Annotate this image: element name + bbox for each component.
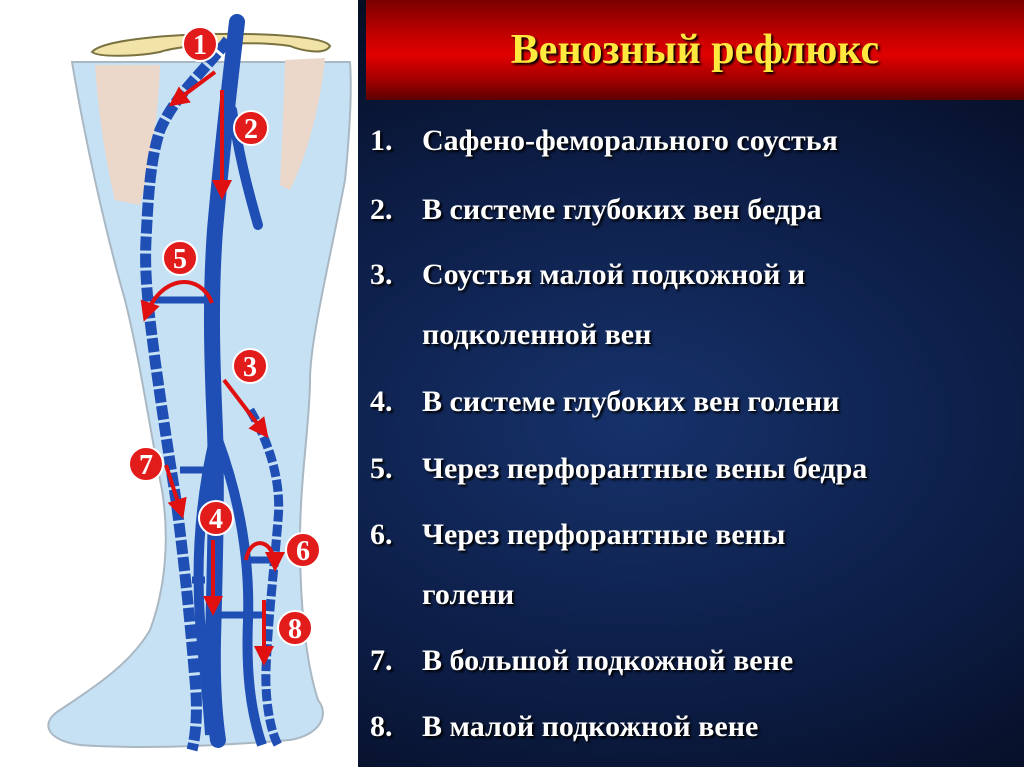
list-item-8-number: 8. [370,710,393,743]
marker-6-label: 6 [296,536,310,567]
marker-2: 2 [233,110,269,146]
list-item-8-text: В малой подкожной вене [422,710,759,743]
great-saphenous-vein [140,36,233,752]
marker-6: 6 [285,532,321,568]
tibial-vein-right [213,438,267,747]
title-bar: Венозный рефлюкс [366,0,1024,100]
list-item-1-number: 1. [370,124,393,157]
marker-1-label: 1 [193,30,207,61]
marker-2-label: 2 [244,114,258,145]
tibial-vein-left [193,438,219,736]
small-saphenous-vein [246,407,284,748]
list-item-6-text-line-1: Через перфорантные вены [422,518,786,551]
reflux-arrow-6 [244,541,285,572]
list-item-6-text-line-2: голени [422,578,515,611]
marker-3: 3 [232,348,268,384]
list-item-3-text-line-1: Соустья малой подкожной и [422,258,806,291]
leg-vein-diagram: 1 2 3 4 5 6 7 [47,14,352,752]
skin-area-right [280,58,325,190]
marker-7-label: 7 [139,450,153,481]
marker-8: 8 [277,610,313,646]
list-item-2-text: В системе глубоких вен бедра [422,193,822,226]
leg-diagram-panel: 1 2 3 4 5 6 7 [0,0,358,767]
reflux-arrow-5 [140,280,214,322]
list-item-7-text: В большой подкожной вене [422,644,794,677]
list-item-5-text: Через перфорантные вены бедра [422,452,868,485]
marker-4-label: 4 [209,504,223,535]
marker-4: 4 [198,500,234,536]
reflux-arrow-3 [222,378,269,439]
marker-7: 7 [128,446,164,482]
skin-area-left [95,65,160,205]
list-item-3-text-line-2: подколенной вен [422,318,652,351]
list-item-1-text: Сафено-феморального соустья [422,124,838,157]
reflux-arrow-7 [164,464,187,519]
list-item-4-number: 4. [370,385,393,418]
slide-title: Венозный рефлюкс [510,27,880,73]
list-item-4-text: В системе глубоких вен голени [422,385,840,418]
marker-1: 1 [182,26,218,62]
marker-5: 5 [162,240,198,276]
marker-5-label: 5 [173,244,187,275]
reflux-arrow-1 [168,70,217,107]
list-item-6-number: 6. [370,518,393,551]
list-item-5-number: 5. [370,452,393,485]
list-item-7-number: 7. [370,644,393,677]
list-item-3-number: 3. [370,258,393,291]
marker-8-label: 8 [288,614,302,645]
list-item-2-number: 2. [370,193,393,226]
marker-3-label: 3 [243,352,257,383]
